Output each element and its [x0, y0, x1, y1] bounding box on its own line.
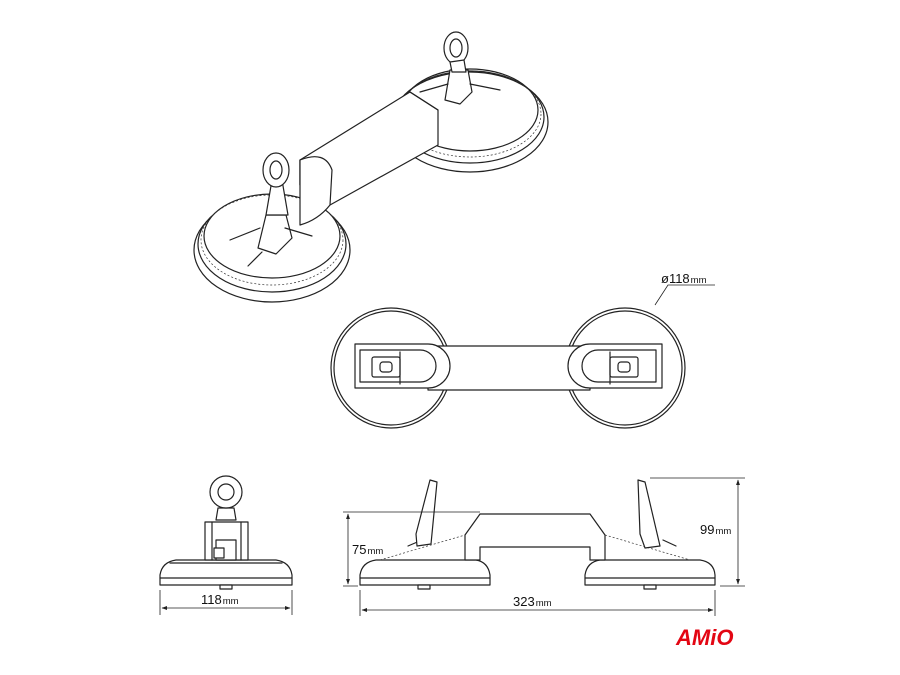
- length-label: 323mm: [513, 594, 552, 609]
- iso-handle-end: [299, 156, 333, 226]
- diameter-label: ø118mm: [661, 271, 707, 286]
- front-right-lever: [637, 479, 661, 549]
- iso-front-lever: [229, 152, 313, 267]
- top-handle-bar: [427, 345, 591, 391]
- front-left-cup: [359, 559, 491, 586]
- iso-rear-lever: [419, 31, 501, 105]
- isometric-view: [193, 31, 549, 303]
- side-view: 118mm: [159, 475, 293, 615]
- front-handle-bridge: [464, 513, 606, 561]
- amio-logo: AMiO: [675, 625, 733, 650]
- diameter-leader: [654, 284, 715, 306]
- base-height-label: 75mm: [352, 542, 383, 557]
- side-cup-body: [159, 559, 293, 586]
- side-lever: [204, 475, 249, 561]
- top-view: ø118mm: [330, 271, 715, 429]
- logo-text: AMiO: [675, 625, 733, 650]
- front-right-cup: [584, 559, 716, 586]
- front-left-lever: [415, 479, 438, 547]
- height-label: 99mm: [700, 522, 731, 537]
- front-view: 323mm 99mm 75mm: [343, 477, 745, 616]
- side-width-label: 118mm: [201, 592, 239, 607]
